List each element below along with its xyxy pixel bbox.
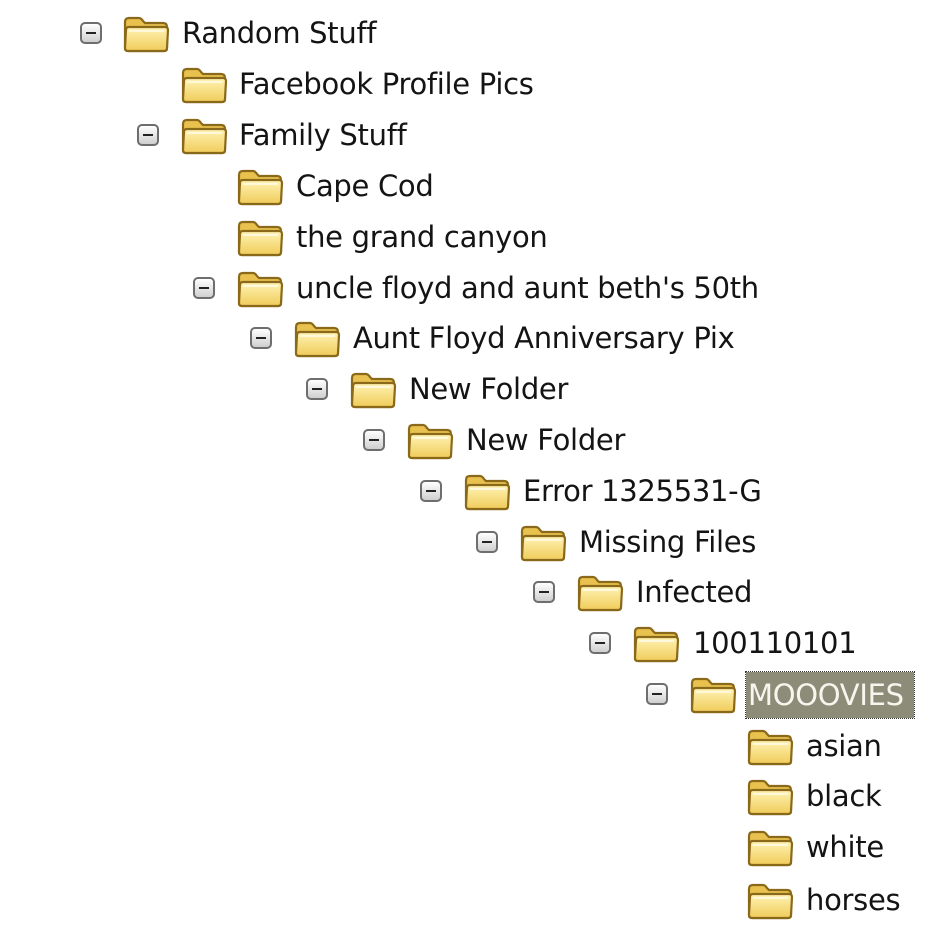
folder-icon (576, 572, 624, 612)
folder-icon (689, 674, 737, 714)
folder-icon (406, 420, 454, 460)
collapse-toggle-icon[interactable] (420, 480, 442, 502)
folder-icon (122, 13, 170, 53)
collapse-toggle-icon[interactable] (589, 632, 611, 654)
folder-icon (746, 776, 794, 816)
folder-icon (236, 268, 284, 308)
folder-icon (746, 880, 794, 920)
folder-icon (293, 318, 341, 358)
tree-node-label: 100110101 (693, 626, 857, 660)
collapse-toggle-icon[interactable] (250, 327, 272, 349)
collapse-toggle-icon[interactable] (193, 277, 215, 299)
tree-node-label: New Folder (409, 372, 569, 406)
tree-node-label: asian (806, 729, 882, 763)
folder-icon (180, 64, 228, 104)
tree-node-label-selected: MOOOVIES (745, 671, 915, 719)
tree-node-label: Facebook Profile Pics (239, 67, 534, 101)
collapse-toggle-icon[interactable] (646, 683, 668, 705)
tree-node-label: black (806, 779, 882, 813)
tree-node-label: Missing Files (579, 525, 757, 559)
folder-icon (180, 115, 228, 155)
tree-node-label: the grand canyon (296, 220, 548, 254)
tree-node-label: uncle floyd and aunt beth's 50th (296, 271, 759, 305)
folder-icon (632, 623, 680, 663)
collapse-toggle-icon[interactable] (306, 378, 328, 400)
folder-icon (519, 522, 567, 562)
folder-icon (236, 217, 284, 257)
tree-node-label: Error 1325531-G (523, 474, 762, 508)
tree-node-label: Cape Cod (296, 169, 434, 203)
tree-node-label: Random Stuff (182, 16, 377, 50)
tree-node-label: Family Stuff (239, 118, 407, 152)
folder-icon (349, 369, 397, 409)
tree-node-label: Aunt Floyd Anniversary Pix (353, 321, 735, 355)
tree-node-label: white (806, 830, 884, 864)
cut-off-next-row (236, 928, 576, 936)
folder-icon (463, 471, 511, 511)
collapse-toggle-icon[interactable] (533, 581, 555, 603)
tree-node-label: Infected (636, 575, 753, 609)
cut-off-folder-top (80, 0, 170, 4)
folder-icon (746, 827, 794, 867)
tree-node-label: horses (806, 883, 901, 917)
collapse-toggle-icon[interactable] (476, 531, 498, 553)
folder-icon (746, 726, 794, 766)
collapse-toggle-icon[interactable] (137, 124, 159, 146)
collapse-toggle-icon[interactable] (363, 429, 385, 451)
collapse-toggle-icon[interactable] (80, 22, 102, 44)
tree-node-label: New Folder (466, 423, 626, 457)
folder-icon (236, 166, 284, 206)
